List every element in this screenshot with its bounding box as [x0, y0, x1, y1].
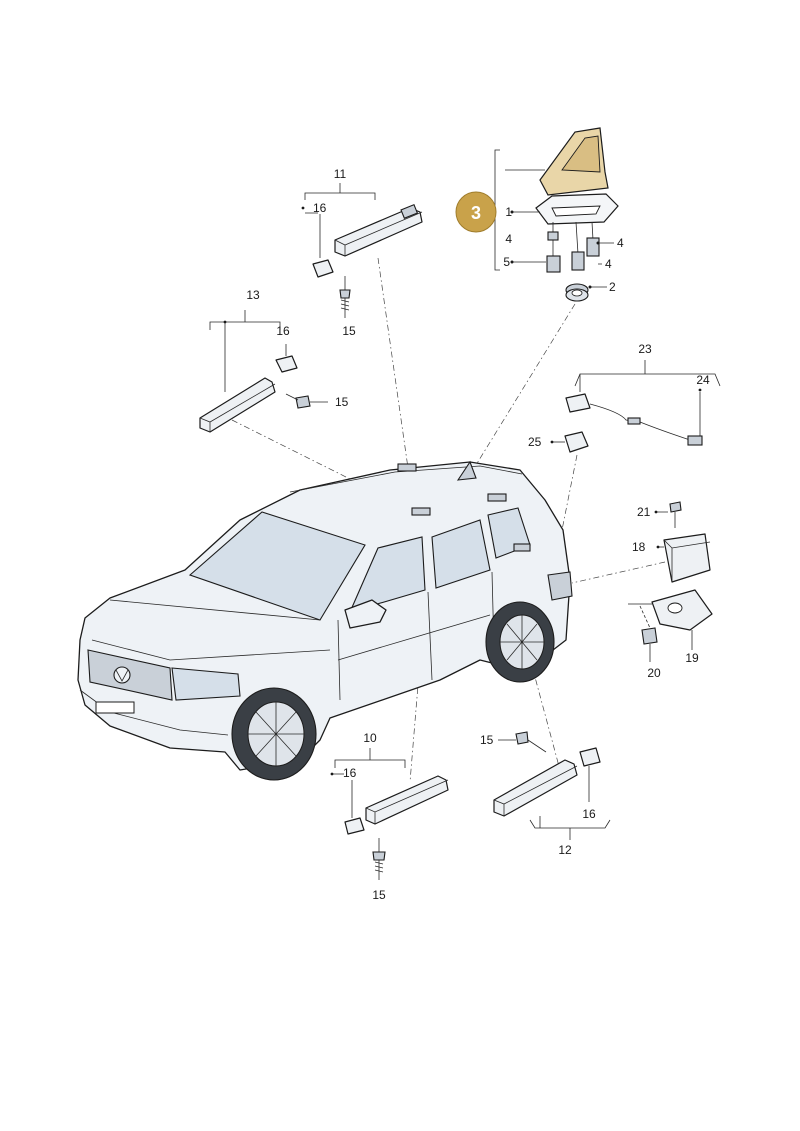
label-part-11: 11: [334, 167, 347, 181]
label-part-25: 25: [528, 435, 542, 449]
antenna-cable-23: [550, 360, 721, 453]
label-part-16-c: 16: [343, 766, 357, 780]
control-unit-18: [628, 501, 713, 662]
label-part-4-b: 4: [617, 236, 624, 250]
label-part-5: 5: [503, 255, 510, 269]
label-part-21: 21: [637, 505, 651, 519]
antenna-module-11: [301, 183, 423, 318]
roof-antenna-assembly: [494, 127, 619, 302]
callout-3-badge[interactable]: 3: [455, 191, 497, 233]
label-part-16-d: 16: [582, 807, 596, 821]
label-part-15-c: 15: [372, 888, 386, 902]
callout-3-label: 3: [471, 203, 481, 223]
label-part-15-b: 15: [335, 395, 349, 409]
label-part-20: 20: [647, 666, 661, 680]
label-part-16-b: 16: [276, 324, 290, 338]
label-part-10: 10: [363, 731, 377, 745]
label-part-1: 1: [505, 205, 512, 219]
label-part-15-a: 15: [342, 324, 356, 338]
label-part-4-a: 4: [505, 232, 512, 246]
label-part-12: 12: [558, 843, 572, 857]
label-part-15-d: 15: [480, 733, 494, 747]
label-part-19: 19: [685, 651, 699, 665]
label-part-13: 13: [246, 288, 260, 302]
label-part-23: 23: [638, 342, 652, 356]
vehicle-illustration: [77, 460, 573, 781]
part-labels: 1 2 4 4 4 5 11 16 15 13 16 15 23 24 25 2…: [246, 167, 710, 902]
label-part-18: 18: [632, 540, 646, 554]
antenna-module-13: [199, 310, 328, 433]
antenna-module-12: [493, 731, 611, 840]
antenna-module-10: [330, 748, 449, 880]
label-part-24: 24: [696, 373, 710, 387]
label-part-4-c: 4: [605, 257, 612, 271]
label-part-16-a: 16: [313, 201, 327, 215]
label-part-2: 2: [609, 280, 616, 294]
